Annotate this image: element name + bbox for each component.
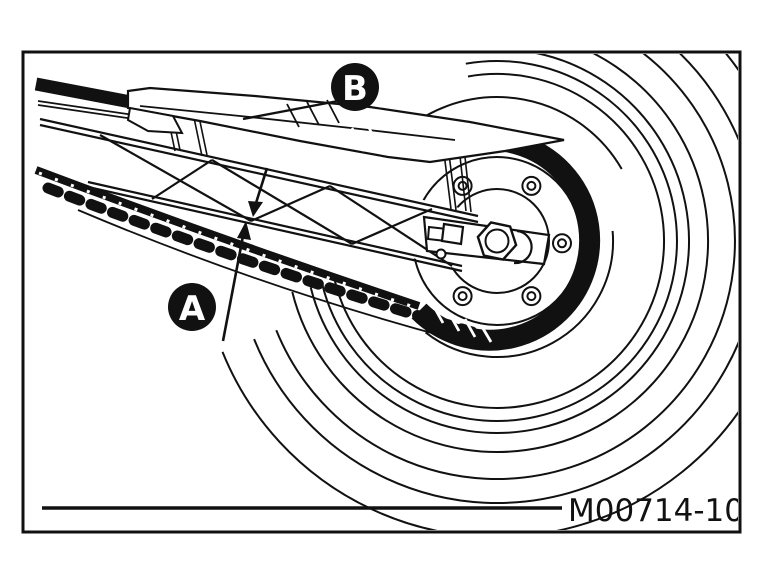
chain-edge-line xyxy=(37,104,135,120)
rim-arc xyxy=(321,59,678,422)
chain-inner-edge xyxy=(77,209,451,339)
guard-strut xyxy=(448,153,457,211)
adjuster-pivot-dot xyxy=(435,248,447,260)
chain-sprocket-wrap xyxy=(411,129,601,351)
swingarm-bottom-tube xyxy=(87,185,463,273)
hub-bolt-center xyxy=(557,238,567,249)
axle-nut-hex xyxy=(476,221,518,261)
chain-guard xyxy=(126,86,565,164)
hub-bolt-center xyxy=(526,180,537,191)
callout-a-badge xyxy=(168,283,216,331)
adjuster-locknut xyxy=(440,222,465,246)
swingarm-brace xyxy=(250,184,331,223)
axle-adjuster xyxy=(422,215,551,266)
arrow-up-shaft xyxy=(221,235,245,342)
guard-hatch-line xyxy=(286,103,300,128)
chain-link-gap xyxy=(431,304,445,324)
tire-arc xyxy=(221,54,738,530)
arrow-down-shaft xyxy=(254,167,269,204)
swingarm-brace xyxy=(351,207,433,246)
rim-arc xyxy=(291,54,709,453)
slack-arrows xyxy=(221,167,269,342)
figure-code: M00714-10 xyxy=(568,493,744,529)
swingarm-brace xyxy=(99,134,252,222)
guard-band-slit xyxy=(366,125,382,150)
hub-bolts xyxy=(452,175,572,307)
rear-wheel xyxy=(221,54,738,530)
tire-arc xyxy=(275,54,736,480)
arrow-up-icon xyxy=(237,221,251,240)
hub-bolt-center xyxy=(526,291,537,302)
chain-link-gaps xyxy=(431,304,493,343)
callout-b-badge xyxy=(331,63,379,111)
hub-bolt-center xyxy=(457,291,468,302)
swingarm-bottom-tube xyxy=(87,180,463,268)
rim-arc xyxy=(309,54,690,434)
callout-b-label: B xyxy=(342,69,368,109)
swingarm-brace xyxy=(151,159,213,200)
chain-link-gap xyxy=(479,324,493,343)
chain-link-dashes xyxy=(42,182,478,338)
guard-strut xyxy=(459,155,467,212)
chain-link-gap xyxy=(447,312,461,332)
guard-band-slit xyxy=(350,127,366,152)
chain-guard-bracket xyxy=(126,106,184,135)
chain-guard-face-edge xyxy=(139,105,456,141)
sprocket-lip-arc xyxy=(424,230,615,359)
callout-b: B xyxy=(242,63,379,121)
callout-a-label: A xyxy=(179,289,206,329)
rim-arc xyxy=(334,72,666,409)
guard-strut xyxy=(464,156,472,213)
axle-retainer-hook xyxy=(513,229,533,265)
chain-link-gap xyxy=(463,318,477,338)
guard-band-slits xyxy=(350,125,382,152)
chain-lower-run-band xyxy=(34,166,421,310)
swingarm-brace xyxy=(211,159,353,245)
swingarm-top-tube xyxy=(39,117,479,218)
arrow-down-icon xyxy=(248,201,263,217)
chain-edge-line xyxy=(37,100,135,116)
guard-strut xyxy=(443,152,452,210)
axle-nut-chamfer xyxy=(484,228,510,254)
callout-b-leader xyxy=(242,99,339,121)
callout-a: A xyxy=(168,283,216,331)
tire-arc xyxy=(253,54,738,504)
